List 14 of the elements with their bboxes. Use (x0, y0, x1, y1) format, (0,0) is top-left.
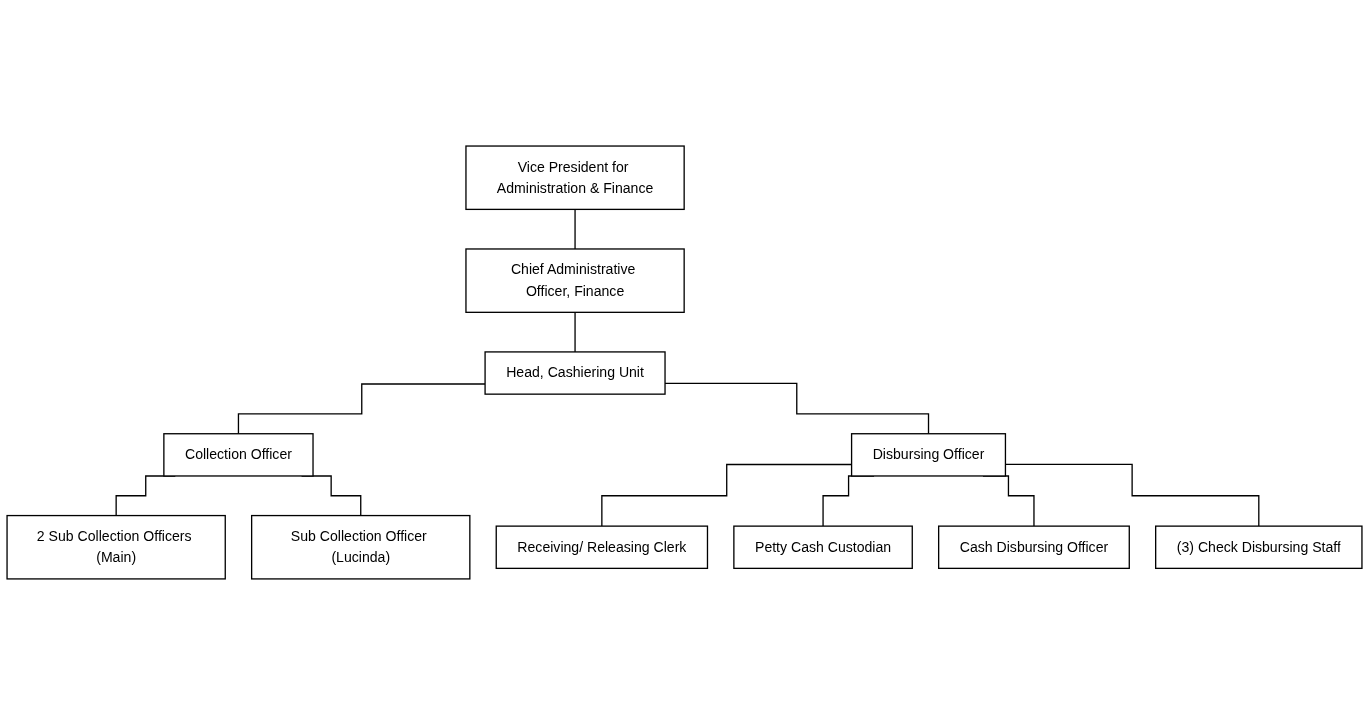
node-box: Head, Cashiering Unit (484, 351, 666, 395)
node-box: 2 Sub Collection Officers (Main) (6, 514, 226, 580)
node-box: Disbursing Officer (850, 433, 1007, 477)
connector (237, 383, 486, 435)
node-box: Cash Disbursing Officer (938, 525, 1130, 570)
node-box: Receiving/ Releasing Clerk (495, 525, 709, 570)
node-box: Collection Officer (163, 433, 314, 477)
node-box: Vice President for Administration & Finance (465, 145, 685, 211)
connector (574, 208, 576, 250)
node-box: Petty Cash Custodian (733, 525, 913, 570)
connector (574, 311, 576, 353)
node-box: Chief Administrative Officer, Finance (465, 248, 685, 313)
node-box: (3) Check Disbursing Staff (1155, 525, 1363, 570)
node-box: Sub Collection Officer (Lucinda) (251, 514, 471, 580)
